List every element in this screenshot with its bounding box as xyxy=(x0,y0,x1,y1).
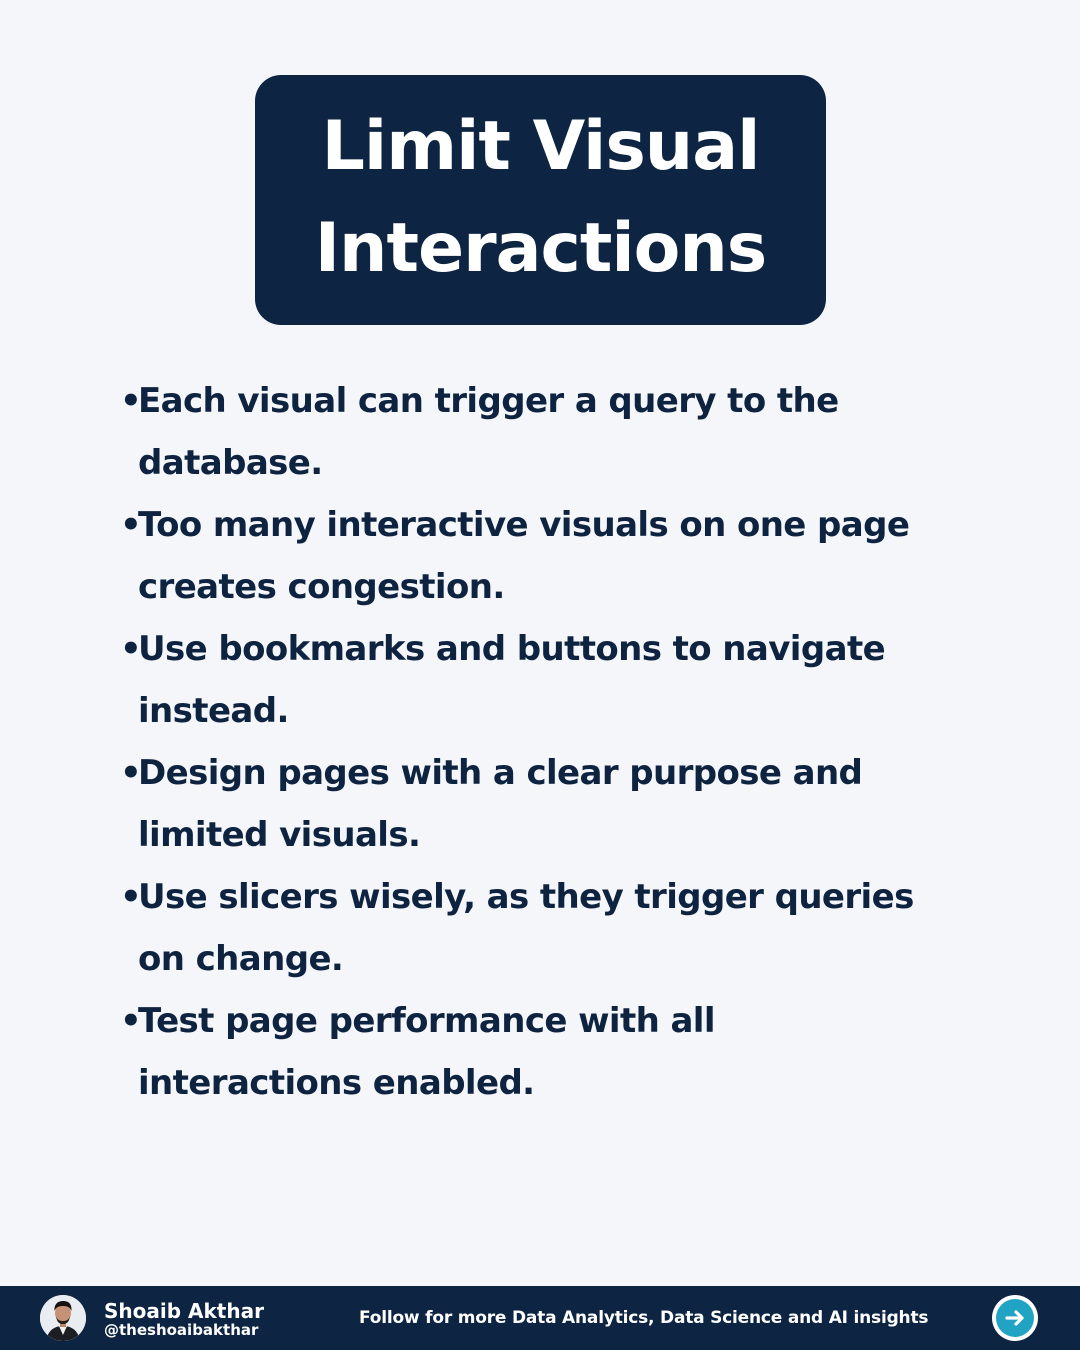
title-box: Limit Visual Interactions xyxy=(255,75,826,325)
bullet-marker: • xyxy=(120,877,142,917)
bullet-list: • Each visual can trigger a query to the… xyxy=(120,370,970,1114)
bullet-text-line-1: Too many interactive visuals on one page xyxy=(138,505,910,545)
bullet-text-line-2: interactions enabled. xyxy=(138,1063,535,1103)
bullet-marker: • xyxy=(120,753,142,793)
bullet-text-line-2: instead. xyxy=(138,691,289,731)
bullet-item: • Test page performance with all interac… xyxy=(120,990,970,1114)
footer-bar: Shoaib Akthar @theshoaibakthar Follow fo… xyxy=(0,1286,1080,1350)
author-name: Shoaib Akthar xyxy=(104,1299,264,1323)
next-button[interactable] xyxy=(992,1295,1038,1341)
avatar-person-icon xyxy=(40,1295,86,1341)
bullet-text-line-2: creates congestion. xyxy=(138,567,505,607)
bullet-text-line-1: Design pages with a clear purpose and xyxy=(138,753,863,793)
bullet-text-line-2: limited visuals. xyxy=(138,815,421,855)
avatar xyxy=(40,1295,86,1341)
bullet-item: • Each visual can trigger a query to the… xyxy=(120,370,970,494)
next-button-inner xyxy=(996,1299,1034,1337)
bullet-item: • Too many interactive visuals on one pa… xyxy=(120,494,970,618)
follow-cta-text: Follow for more Data Analytics, Data Sci… xyxy=(359,1308,929,1328)
bullet-marker: • xyxy=(120,505,142,545)
bullet-item: • Use bookmarks and buttons to navigate … xyxy=(120,618,970,742)
arrow-right-icon xyxy=(1005,1310,1024,1326)
author-handle: @theshoaibakthar xyxy=(104,1321,259,1339)
page-title-line-2: Interactions xyxy=(314,209,767,288)
bullet-text-line-1: Each visual can trigger a query to the xyxy=(138,381,839,421)
bullet-marker: • xyxy=(120,1001,142,1041)
author-info: Shoaib Akthar @theshoaibakthar xyxy=(104,1300,264,1339)
bullet-text-line-2: on change. xyxy=(138,939,344,979)
bullet-text-line-1: Test page performance with all xyxy=(138,1001,716,1041)
bullet-text-line-1: Use slicers wisely, as they trigger quer… xyxy=(138,877,914,917)
bullet-item: • Design pages with a clear purpose and … xyxy=(120,742,970,866)
bullet-text-line-2: database. xyxy=(138,443,323,483)
bullet-marker: • xyxy=(120,381,142,421)
bullet-text-line-1: Use bookmarks and buttons to navigate xyxy=(138,629,886,669)
bullet-marker: • xyxy=(120,629,142,669)
bullet-item: • Use slicers wisely, as they trigger qu… xyxy=(120,866,970,990)
page-title-line-1: Limit Visual xyxy=(321,107,761,186)
